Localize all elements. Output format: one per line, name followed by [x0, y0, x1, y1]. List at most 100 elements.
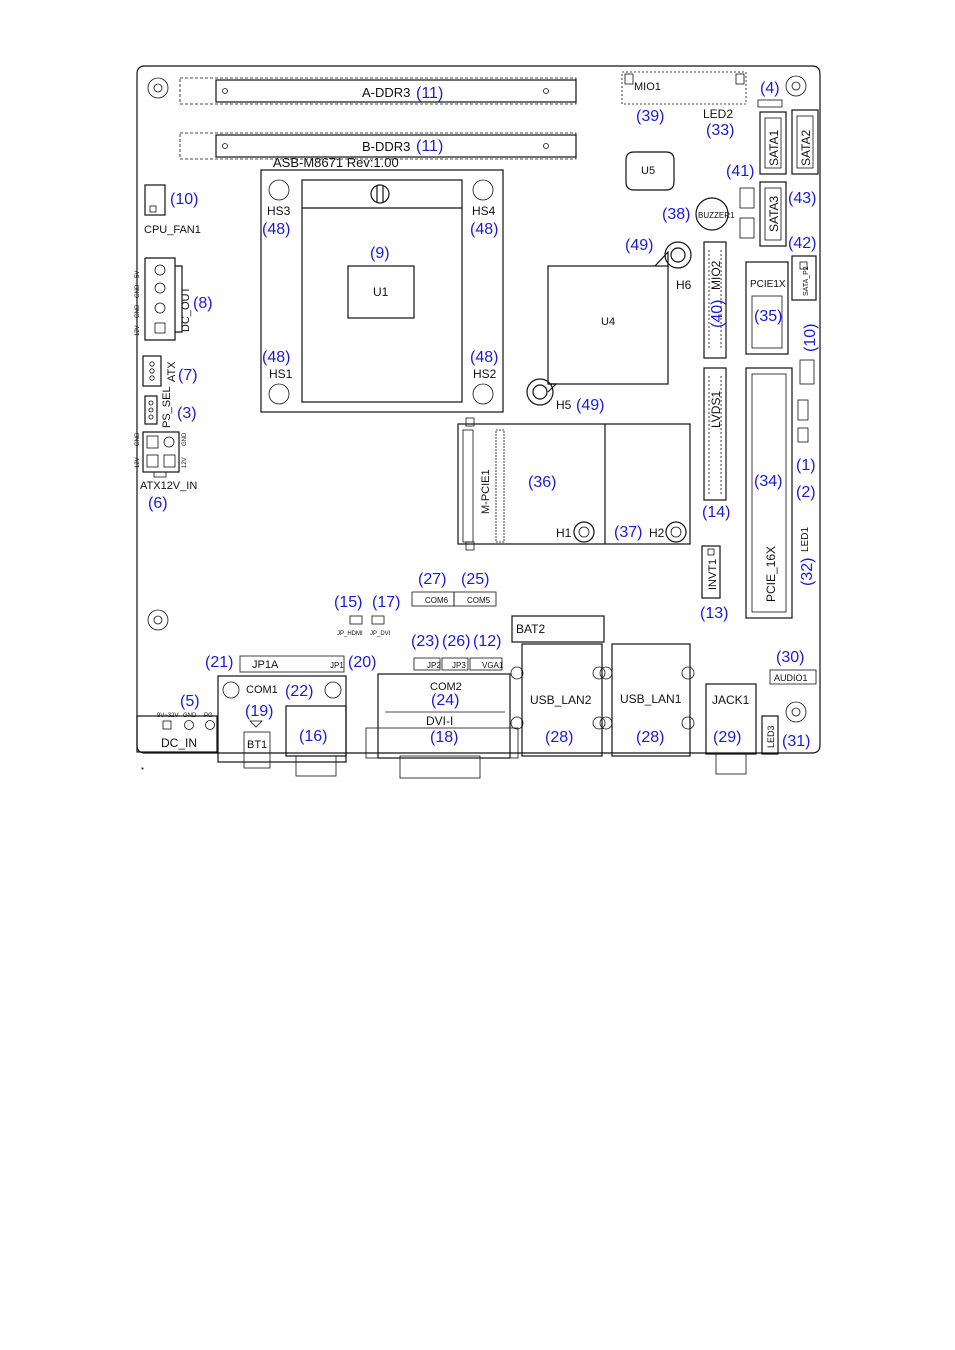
- callout-27: (27): [418, 571, 446, 588]
- dvi-i-connector: [365, 673, 519, 779]
- jack1-connector: [705, 683, 757, 775]
- h2-label: H2: [649, 526, 665, 540]
- board-name-label: ASB-M8671 Rev:1.00: [273, 155, 399, 170]
- callout-38: (38): [662, 206, 690, 223]
- atx-label: ATX: [166, 361, 178, 382]
- cpu-heatsink-area: [260, 169, 504, 413]
- callout-41: (41): [726, 163, 754, 180]
- jp3-label: JP3: [452, 661, 466, 670]
- callout-9: (9): [370, 245, 390, 262]
- ps-sel-jumper: [144, 395, 158, 425]
- dc-in-pin-2: GND: [183, 713, 197, 719]
- callout-49-b: (49): [576, 397, 604, 414]
- callout-5: (5): [180, 693, 200, 710]
- callout-2: (2): [796, 484, 816, 501]
- jp-dvi-jumper: [371, 615, 385, 625]
- atx12v-pin-4: 12V: [182, 457, 188, 468]
- lvds1-label: LVDS1: [709, 391, 723, 428]
- atx12v-pin-3: 12V: [135, 457, 141, 468]
- callout-3: (3): [177, 405, 197, 422]
- callout-33: (33): [706, 122, 734, 139]
- callout-31: (31): [782, 733, 810, 750]
- pcie16x-label: PCIE_16X: [764, 546, 778, 602]
- atx12v-in-label: ATX12V_IN: [140, 480, 197, 492]
- pcie16x-slot: [745, 367, 793, 619]
- callout-29: (29): [713, 729, 741, 746]
- dc-out-connector: [144, 257, 183, 341]
- u4-label: U4: [601, 316, 615, 328]
- ps-sel-label: PS_SEL: [161, 386, 173, 428]
- hs4-label: HS4: [472, 204, 496, 218]
- ddr-slot-b: B-DDR3 (11): [179, 132, 577, 160]
- callout-39: (39): [636, 108, 664, 125]
- mio1-connector: [621, 71, 747, 105]
- sata1-connector: [759, 111, 787, 175]
- hs3-label: HS3: [267, 204, 291, 218]
- callout-16: (16): [299, 728, 327, 745]
- dc-out-pin-2: GND: [135, 284, 141, 298]
- com5-header: [453, 591, 497, 607]
- led2-label: LED2: [703, 107, 733, 121]
- mpcie1-label: M-PCIE1: [480, 469, 492, 514]
- callout-6: (6): [148, 495, 168, 512]
- com1-connector: [217, 675, 347, 777]
- u5-label: U5: [641, 165, 655, 177]
- sata-power-jumper-1: [739, 187, 755, 209]
- callout-14: (14): [702, 504, 730, 521]
- dc-in-label: DC_IN: [161, 736, 197, 750]
- mounting-hole-left: [147, 609, 169, 631]
- mio1-label: MIO1: [634, 81, 661, 93]
- jp1-label: JP1: [330, 661, 344, 670]
- dc-in-pin-1: 9V~32V: [157, 713, 179, 719]
- callout-49-a: (49): [625, 237, 653, 254]
- callout-25: (25): [461, 571, 489, 588]
- ddr-slot-a: A-DDR3 (11): [179, 77, 577, 105]
- mpcie1-slot: [457, 417, 691, 551]
- cpu-fan1-label: CPU_FAN1: [144, 224, 201, 236]
- h6-label: H6: [676, 278, 692, 292]
- mio2-label: MIO2: [709, 260, 723, 290]
- callout-28-b: (28): [636, 729, 664, 746]
- usb-lan1-label: USB_LAN1: [620, 692, 682, 706]
- atx-connector: [142, 355, 162, 387]
- led-indicator-small: [757, 99, 783, 108]
- atx12v-pin-2: GND: [182, 432, 188, 446]
- cpu-fan1-connector: [144, 184, 166, 216]
- ddr-b-label: B-DDR3: [362, 139, 410, 154]
- callout-40: (40): [709, 300, 726, 328]
- mounting-hole-bottom-right: [785, 701, 807, 723]
- hs1-label: HS1: [269, 367, 293, 381]
- callout-30: (30): [776, 649, 804, 666]
- buzzer: [695, 197, 729, 231]
- callout-28-a: (28): [545, 729, 573, 746]
- jumper-1: [797, 399, 809, 421]
- bat2-label: BAT2: [516, 622, 545, 636]
- usb-lan2-connector: [510, 643, 606, 757]
- callout-10-a: (10): [170, 191, 198, 208]
- callout-34: (34): [754, 473, 782, 490]
- callout-13: (13): [700, 605, 728, 622]
- buzzer-label: BUZZER1: [698, 211, 735, 220]
- mio2-connector: [703, 241, 727, 359]
- sata1-label: SATA1: [767, 129, 781, 166]
- callout-20: (20): [348, 654, 376, 671]
- callout-23: (23): [411, 633, 439, 650]
- dc-out-pin-4: 12V: [135, 325, 141, 336]
- callout-42: (42): [788, 235, 816, 252]
- callout-48-a: (48): [262, 221, 290, 238]
- jp-hdmi-jumper: [349, 615, 363, 625]
- callout-37: (37): [614, 524, 642, 541]
- callout-17: (17): [372, 594, 400, 611]
- com6-label: COM6: [425, 596, 449, 605]
- invt1-connector: [701, 545, 721, 599]
- dc-out-label: DC_OUT: [180, 286, 192, 332]
- pcie1x-label: PCIE1X: [750, 279, 786, 290]
- com5-label: COM5: [467, 596, 491, 605]
- callout-22: (22): [285, 683, 313, 700]
- hs2-label: HS2: [473, 367, 497, 381]
- callout-4: (4): [760, 80, 780, 97]
- dc-out-pin-3: GND: [135, 304, 141, 318]
- jp1a-header: [239, 655, 345, 673]
- atx12v-pin-1: GND: [135, 432, 141, 446]
